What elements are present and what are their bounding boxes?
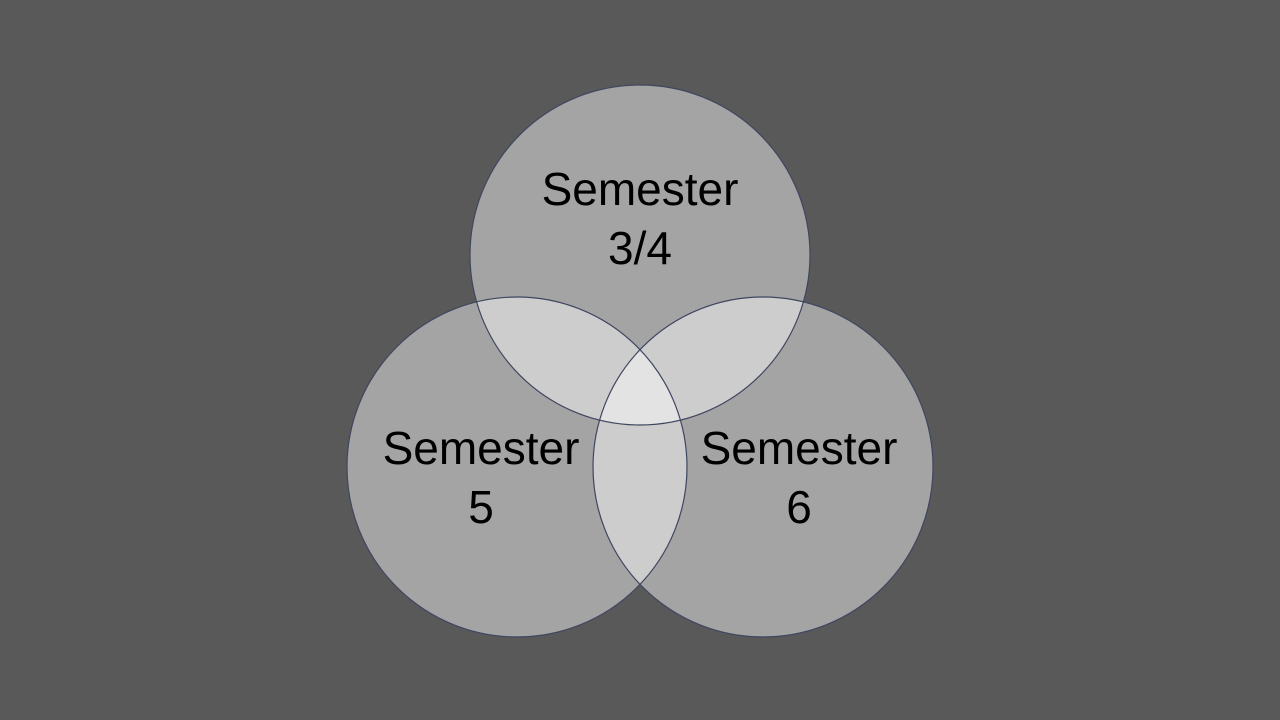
- venn-outline-semester-3-4: [469, 84, 811, 426]
- venn-label-right-line2: 6: [786, 481, 812, 533]
- venn-outline-semester-5: [346, 296, 688, 638]
- venn-circle-semester-5: [347, 297, 687, 637]
- venn-label-left-line1: Semester: [383, 422, 580, 474]
- venn-label-top-line1: Semester: [542, 163, 739, 215]
- venn-circle-semester-6: [593, 297, 933, 637]
- venn-label-right-line1: Semester: [701, 422, 898, 474]
- venn-outlines: [346, 84, 934, 638]
- venn-label-left-line2: 5: [468, 481, 494, 533]
- venn-circle-semester-3-4: [470, 85, 810, 425]
- venn-label-top-line2: 3/4: [608, 222, 672, 274]
- venn-outline-semester-6: [592, 296, 934, 638]
